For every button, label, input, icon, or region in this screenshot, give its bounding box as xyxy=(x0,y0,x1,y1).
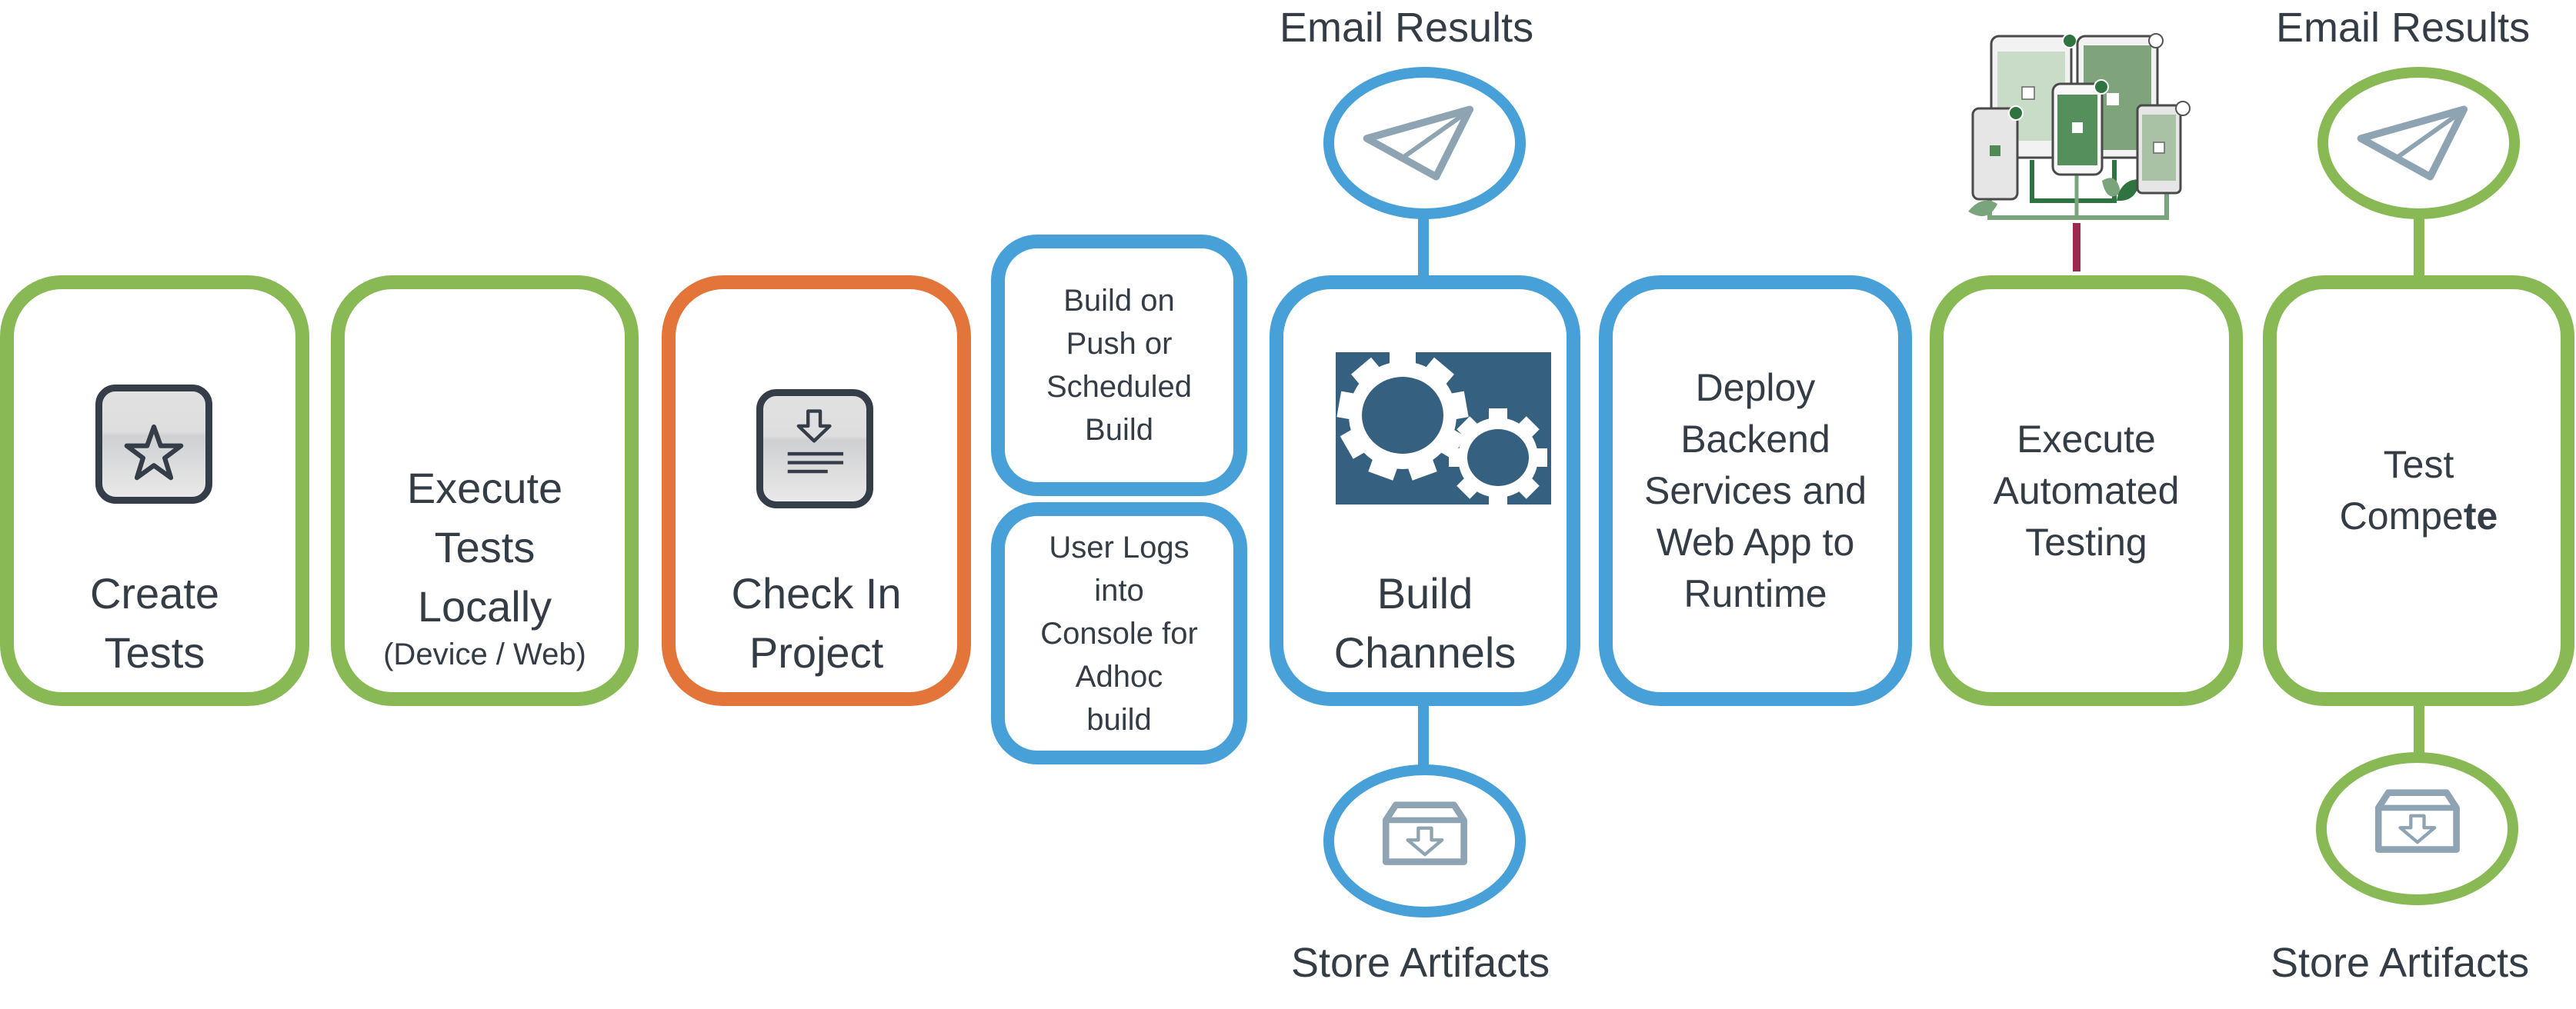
build-email-node xyxy=(1323,67,1526,219)
step-label: User Logs into Console for Adhoc build xyxy=(1040,526,1198,741)
label-line: Tests xyxy=(104,628,205,677)
label-line: Compete xyxy=(2340,491,2498,542)
label-line: Console for xyxy=(1040,616,1198,651)
label-line: Execute xyxy=(406,464,563,512)
step-build-channels: Build Channels xyxy=(1270,275,1580,706)
label-line: Push or xyxy=(1066,327,1173,361)
step-check-in-project: Check In Project xyxy=(662,275,971,706)
label-line: Project xyxy=(749,628,884,677)
test-store-node xyxy=(2316,752,2518,905)
step-label: Deploy Backend Services and Web App to R… xyxy=(1644,362,1867,620)
step-build-on-push: Build on Push or Scheduled Build xyxy=(991,235,1247,496)
step-label: Build on Push or Scheduled Build xyxy=(1046,279,1192,451)
test-store-caption: Store Artifacts xyxy=(2271,940,2530,986)
test-email-connector xyxy=(2414,218,2424,278)
label-subtitle: (Device / Web) xyxy=(383,638,586,671)
step-label: Execute Automated Testing xyxy=(1994,414,2180,568)
build-store-connector xyxy=(1418,704,1429,767)
label-line: Runtime xyxy=(1683,571,1827,615)
label-line: Create xyxy=(89,569,220,618)
step-create-tests: Create Tests xyxy=(0,275,309,706)
step-label: Execute Tests Locally (Device / Web) xyxy=(345,458,625,673)
label-line: Deploy xyxy=(1695,365,1816,409)
star-icon xyxy=(95,385,212,504)
step-execute-automated: Execute Automated Testing xyxy=(1930,275,2243,706)
label-line: Channels xyxy=(1333,628,1517,677)
label-line: Services and xyxy=(1643,468,1867,512)
label-line: build xyxy=(1086,702,1152,737)
test-store-connector xyxy=(2414,704,2424,754)
label-regular: Compe xyxy=(2339,495,2464,538)
test-email-caption: Email Results xyxy=(2276,5,2531,51)
archive-download-icon xyxy=(1382,801,1467,865)
label-line: Build on xyxy=(1063,284,1175,318)
label-line: Scheduled xyxy=(1046,370,1193,404)
label-line: User Logs xyxy=(1049,530,1190,564)
label-line: into xyxy=(1094,573,1144,608)
label-line: Build xyxy=(1085,413,1153,447)
archive-download-icon xyxy=(2374,789,2460,853)
step-execute-locally: Execute Tests Locally (Device / Web) xyxy=(331,275,639,706)
label-bold: te xyxy=(2463,495,2498,538)
test-email-node xyxy=(2317,67,2520,219)
devices-illustration xyxy=(1967,33,2191,224)
step-user-adhoc-build: User Logs into Console for Adhoc build xyxy=(991,502,1247,764)
label-line: Locally xyxy=(417,582,552,631)
gears-icon xyxy=(1336,352,1551,504)
download-document-icon xyxy=(756,389,873,508)
label-line: Backend xyxy=(1680,417,1830,461)
build-store-node xyxy=(1323,764,1526,917)
paper-plane-icon xyxy=(1363,105,1474,181)
step-label: Build Channels xyxy=(1283,564,1567,682)
step-deploy: Deploy Backend Services and Web App to R… xyxy=(1599,275,1912,706)
label-line: Build xyxy=(1376,569,1473,618)
build-email-caption: Email Results xyxy=(1280,5,1534,51)
build-store-caption: Store Artifacts xyxy=(1291,940,1550,986)
label-line: Execute xyxy=(2017,417,2156,461)
label-line: Tests xyxy=(434,523,536,571)
label-line: Testing xyxy=(2025,520,2147,564)
label-line: Check In xyxy=(731,569,902,618)
step-test-compete: Test Compete xyxy=(2263,275,2574,706)
label-line: Test xyxy=(2383,443,2454,486)
step-label: Create Tests xyxy=(14,564,295,682)
label-line: Adhoc xyxy=(1075,659,1163,694)
maroon-connector xyxy=(2073,223,2080,271)
label-line: Automated xyxy=(1993,468,2180,512)
paper-plane-icon xyxy=(2357,105,2468,181)
label-line: Web App to xyxy=(1656,520,1855,564)
step-label: Check In Project xyxy=(676,564,957,682)
build-email-connector xyxy=(1418,218,1429,278)
step-label: Test Compete xyxy=(2340,439,2498,542)
